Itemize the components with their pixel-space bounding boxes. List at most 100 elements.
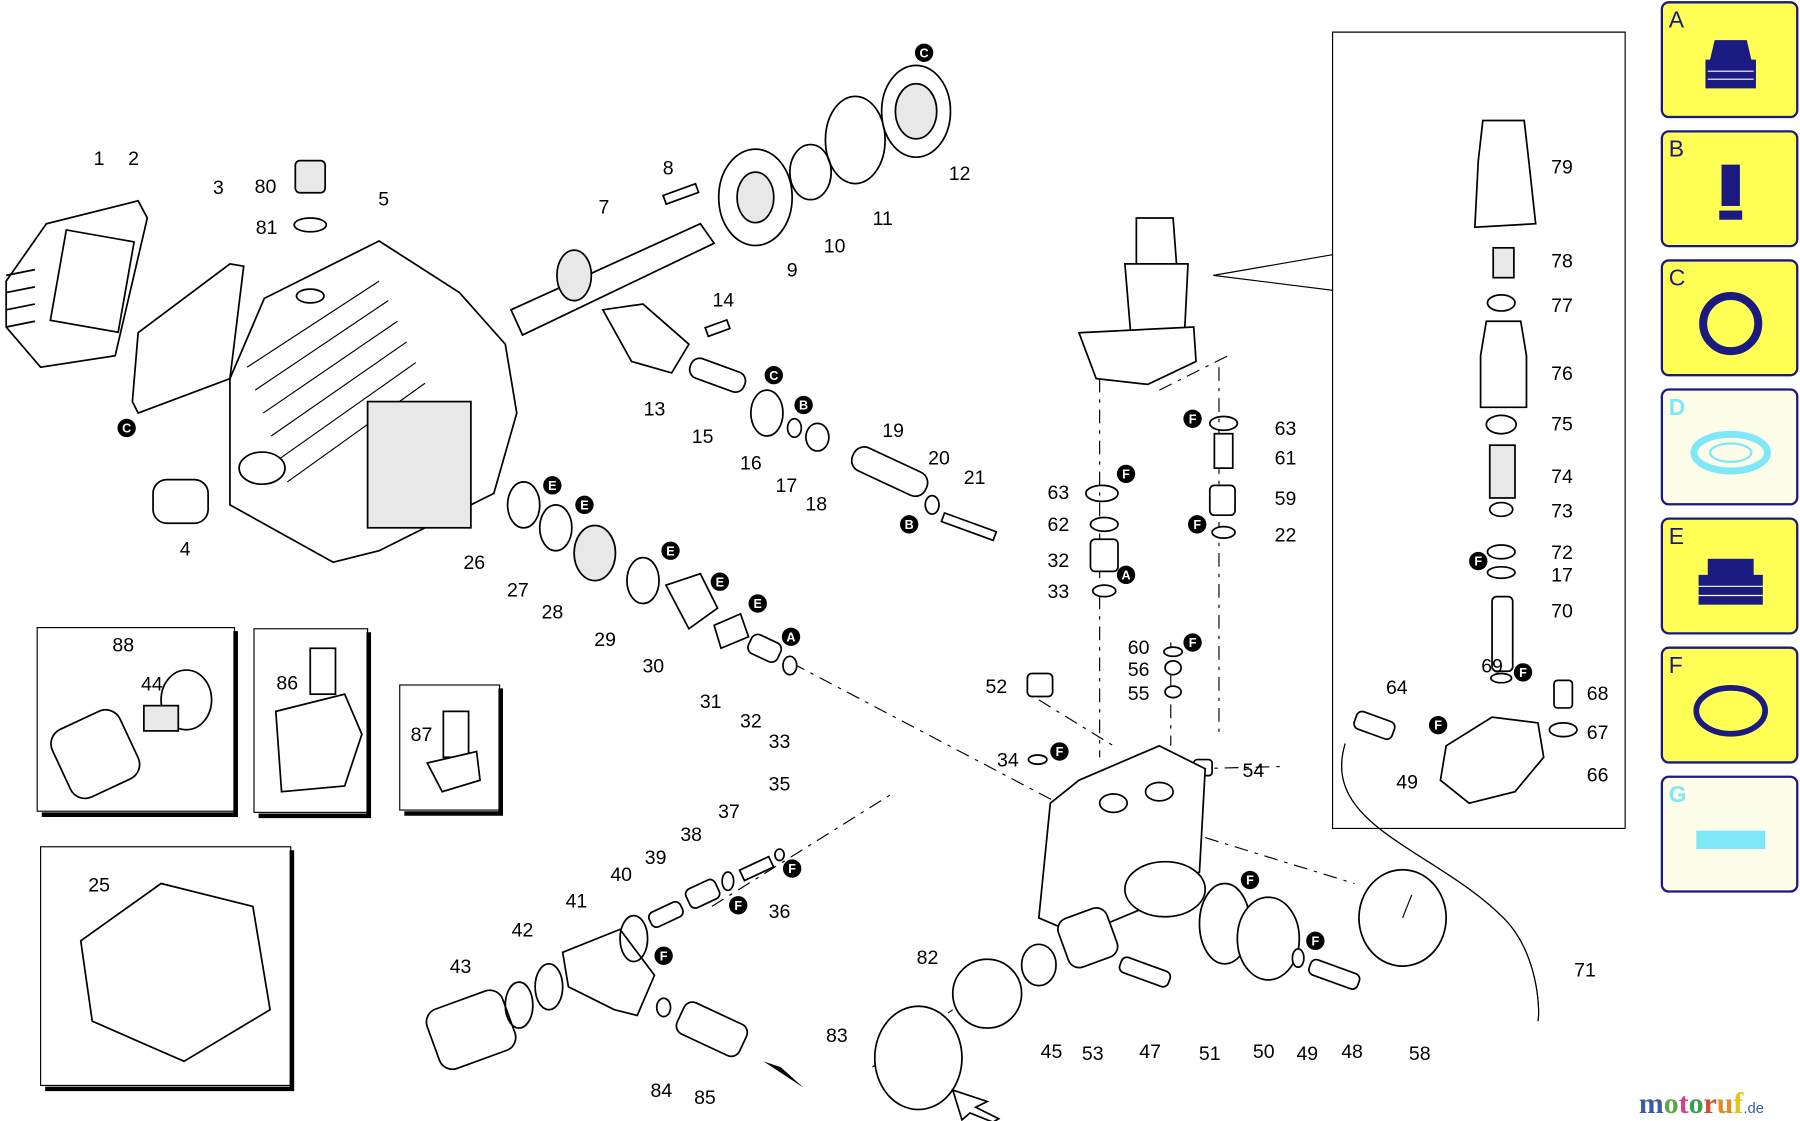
part-label-78: 78 [1551, 250, 1573, 272]
pump-assembly [79, 882, 272, 1063]
part-label-14: 14 [712, 289, 734, 311]
part-label-67: 67 [1587, 722, 1609, 744]
part-label-1: 1 [94, 148, 105, 170]
part-label-5: 5 [378, 188, 389, 210]
legend-panel-d[interactable]: D [1660, 388, 1799, 506]
part-label-53: 53 [1082, 1043, 1104, 1065]
part-label-26: 26 [463, 552, 485, 574]
svg-text:E: E [666, 544, 674, 558]
kit-badge-f: F [1183, 633, 1202, 652]
svg-text:F: F [734, 899, 742, 913]
part-label-58: 58 [1409, 1043, 1431, 1065]
part-label-75: 75 [1551, 413, 1573, 435]
detail-callout-frame [1213, 31, 1626, 829]
part-label-76: 76 [1551, 363, 1573, 385]
part-label-11: 11 [873, 208, 893, 230]
kit-legend: A B CD EF G [1660, 1, 1799, 893]
legend-letter: A [1669, 7, 1685, 33]
part-label-79: 79 [1551, 156, 1573, 178]
part-label-17: 17 [776, 475, 798, 497]
kit-badge-f: F [782, 859, 802, 878]
part-label-33: 33 [769, 731, 791, 753]
kit-badge-e: E [748, 594, 767, 613]
part-label-20: 20 [928, 448, 950, 470]
legend-letter: D [1669, 394, 1686, 420]
part-label-55: 55 [1128, 683, 1150, 705]
kit-badge-b: B [794, 395, 813, 415]
legend-panel-c[interactable]: C [1660, 259, 1799, 377]
part-label-71: 71 [1574, 959, 1596, 981]
part-label-80: 80 [255, 176, 277, 198]
legend-letter: F [1669, 652, 1683, 678]
legend-letter: B [1669, 136, 1684, 162]
part-label-42: 42 [512, 919, 534, 941]
svg-text:B: B [799, 399, 808, 413]
part-label-85: 85 [694, 1087, 716, 1109]
svg-text:F: F [1056, 745, 1064, 759]
kit-badge-e: E [543, 476, 562, 495]
part-label-54: 54 [1243, 760, 1265, 782]
crankshaft [509, 222, 716, 337]
part-label-19: 19 [882, 420, 904, 442]
seal-ring-icon [1699, 292, 1763, 356]
kit-badge-a: A [781, 627, 801, 646]
part-label-86: 86 [276, 673, 298, 695]
svg-text:F: F [1193, 518, 1201, 532]
kit-badge-f: F [729, 896, 748, 915]
part-label-4: 4 [180, 538, 191, 560]
part-label-18: 18 [805, 494, 827, 516]
part-label-35: 35 [769, 774, 791, 796]
parts [5, 64, 1578, 1121]
part-label-68: 68 [1587, 683, 1609, 705]
part-label-50: 50 [1253, 1041, 1275, 1063]
legend-panel-a[interactable]: A [1660, 1, 1799, 119]
part-label-56: 56 [1128, 659, 1150, 681]
part-label-38: 38 [680, 824, 702, 846]
kit-badge-e: E [661, 541, 680, 560]
part-label-52: 52 [986, 676, 1008, 698]
valve-cap-icon [1705, 40, 1756, 89]
kit-badge-e: E [710, 572, 730, 591]
legend-panel-b[interactable]: B [1660, 130, 1799, 248]
part-label-77: 77 [1551, 295, 1573, 317]
part-label-30: 30 [642, 655, 664, 677]
kit-badge-c: C [117, 418, 136, 438]
legend-panel-f[interactable]: F [1660, 646, 1799, 764]
part-label-47: 47 [1139, 1041, 1161, 1063]
svg-text:F: F [660, 949, 668, 963]
legend-panel-e[interactable]: E [1660, 517, 1799, 635]
part-label-28: 28 [541, 601, 563, 623]
part-label-84: 84 [650, 1080, 672, 1102]
part-label-43: 43 [450, 956, 472, 978]
part-label-88: 88 [112, 635, 134, 657]
part-label-32: 32 [1047, 550, 1069, 572]
part-label-37: 37 [718, 801, 740, 823]
legend-panel-g[interactable]: G [1660, 775, 1799, 893]
direction-arrow [763, 1061, 804, 1088]
svg-text:F: F [1434, 719, 1442, 733]
part-label-7: 7 [599, 196, 610, 218]
svg-text:E: E [548, 479, 556, 493]
svg-text:motoruf.de: motoruf.de [1639, 1087, 1764, 1120]
part-label-17: 17 [1551, 565, 1573, 587]
part-label-8: 8 [663, 157, 674, 179]
oil-cap [294, 159, 327, 194]
kit-badge-f: F [1240, 870, 1260, 890]
part-label-63: 63 [1047, 482, 1069, 504]
part-label-10: 10 [824, 235, 846, 257]
svg-text:C: C [769, 369, 778, 383]
svg-text:C: C [920, 46, 929, 60]
kit-badge-f: F [1306, 931, 1325, 951]
svg-text:F: F [1189, 636, 1197, 650]
part-label-74: 74 [1551, 466, 1573, 488]
part-label-51: 51 [1199, 1043, 1221, 1065]
kit-badge-f: F [1050, 742, 1069, 761]
part-label-62: 62 [1047, 514, 1069, 536]
part-label-59: 59 [1275, 488, 1297, 510]
motoruf-logo: motoruf.de [1639, 1087, 1764, 1120]
kit-badge-c: C [914, 43, 934, 62]
part-label-25: 25 [88, 875, 110, 897]
